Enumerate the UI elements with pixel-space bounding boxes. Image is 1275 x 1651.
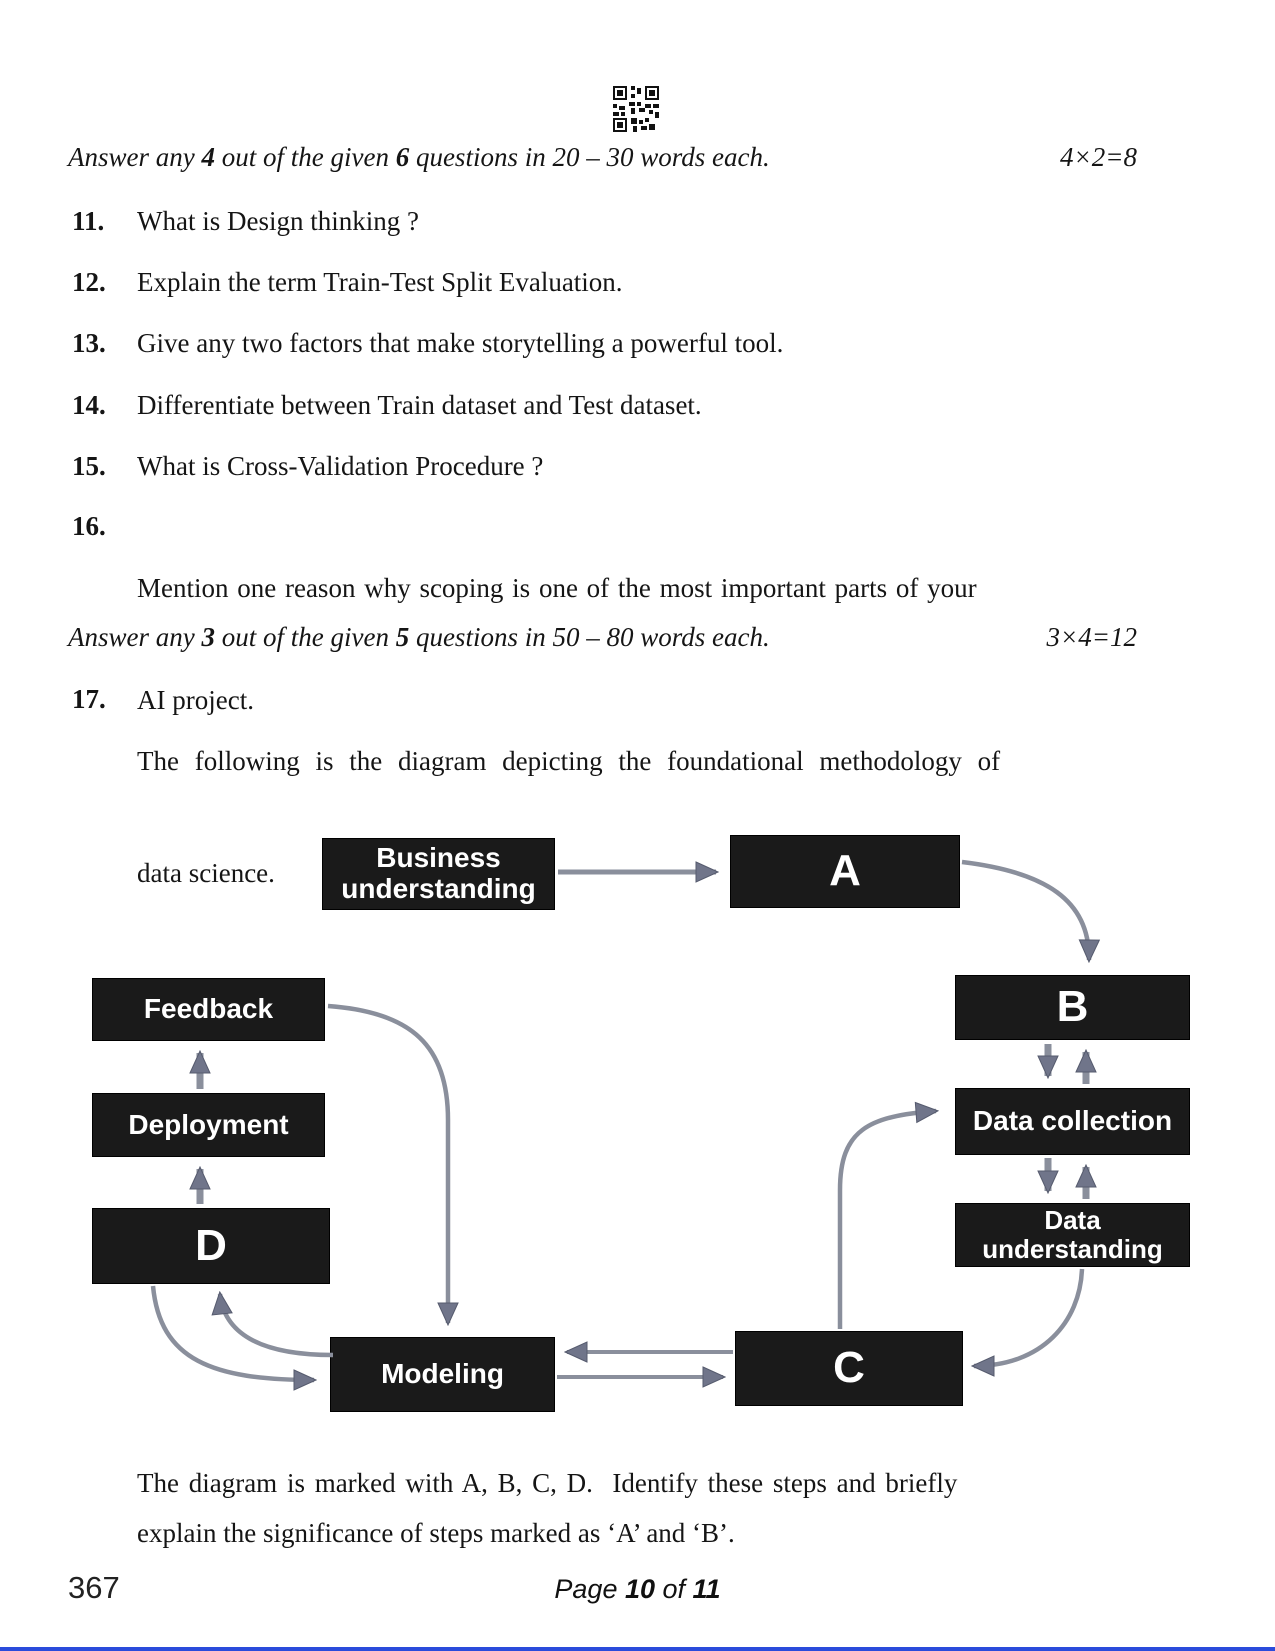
question-number: 14. [72, 390, 106, 420]
closing-line-2: explain the significance of steps marked… [137, 1518, 735, 1548]
question-11: 11. What is Design thinking ? [72, 206, 1137, 237]
question-number: 11. [72, 206, 105, 236]
diagram-box-modeling: Modeling [330, 1337, 555, 1412]
question-15: 15. What is Cross-Validation Procedure ? [72, 451, 1137, 482]
diagram-box-a: A [730, 835, 960, 908]
section-instruction-1: Answer any 4 out of the given 6 question… [68, 142, 1137, 173]
question-14: 14. Differentiate between Train dataset … [72, 390, 1137, 421]
question-number: 16. [72, 511, 106, 541]
diagram-box-data-understanding: Data understanding [955, 1203, 1190, 1267]
question-13: 13. Give any two factors that make story… [72, 328, 1137, 359]
question-text: What is Cross-Validation Procedure ? [137, 451, 544, 481]
question-17-line-1: The following is the diagram depicting t… [137, 746, 1001, 776]
question-number: 15. [72, 451, 106, 481]
question-number: 17. [72, 684, 106, 714]
question-16: 16. Mention one reason why scoping is on… [72, 511, 1137, 778]
diagram-box-feedback: Feedback [92, 978, 325, 1041]
diagram-box-c: C [735, 1331, 963, 1406]
question-text: The following is the diagram depicting t… [137, 684, 1137, 951]
diagram-box-d: D [92, 1208, 330, 1284]
question-text: What is Design thinking ? [137, 206, 419, 236]
scan-edge-line [0, 1647, 1275, 1651]
paper-code: 367 [68, 1570, 120, 1605]
marks-scheme: 4×2=8 [1060, 142, 1137, 172]
question-text: Give any two factors that make storytell… [137, 328, 784, 358]
page-indicator: Page 10 of 11 [554, 1574, 721, 1604]
marks-scheme: 3×4=12 [1046, 622, 1137, 652]
question-16-line-1: Mention one reason why scoping is one of… [137, 573, 977, 603]
instruction-text: Answer any 4 out of the given 6 question… [68, 142, 770, 172]
question-number: 12. [72, 267, 106, 297]
diagram-box-deployment: Deployment [92, 1093, 325, 1157]
question-17-line-2: data science. [137, 858, 275, 888]
question-17: 17. The following is the diagram depicti… [72, 684, 1137, 951]
question-text: Mention one reason why scoping is one of… [137, 511, 1137, 778]
question-16-line-2: AI project. [137, 685, 254, 715]
question-text: Differentiate between Train dataset and … [137, 390, 702, 420]
diagram-box-data-collection: Data collection [955, 1088, 1190, 1155]
diagram-box-b: B [955, 975, 1190, 1040]
question-text: Explain the term Train-Test Split Evalua… [137, 267, 623, 297]
diagram-box-business-understanding: Business understanding [322, 838, 555, 910]
question-number: 13. [72, 328, 106, 358]
instruction-text: Answer any 3 out of the given 5 question… [68, 622, 770, 652]
qr-code-icon [613, 86, 659, 132]
question-12: 12. Explain the term Train-Test Split Ev… [72, 267, 1137, 298]
section-instruction-2: Answer any 3 out of the given 5 question… [68, 622, 1137, 653]
closing-line-1: The diagram is marked with A, B, C, D. I… [137, 1468, 958, 1498]
